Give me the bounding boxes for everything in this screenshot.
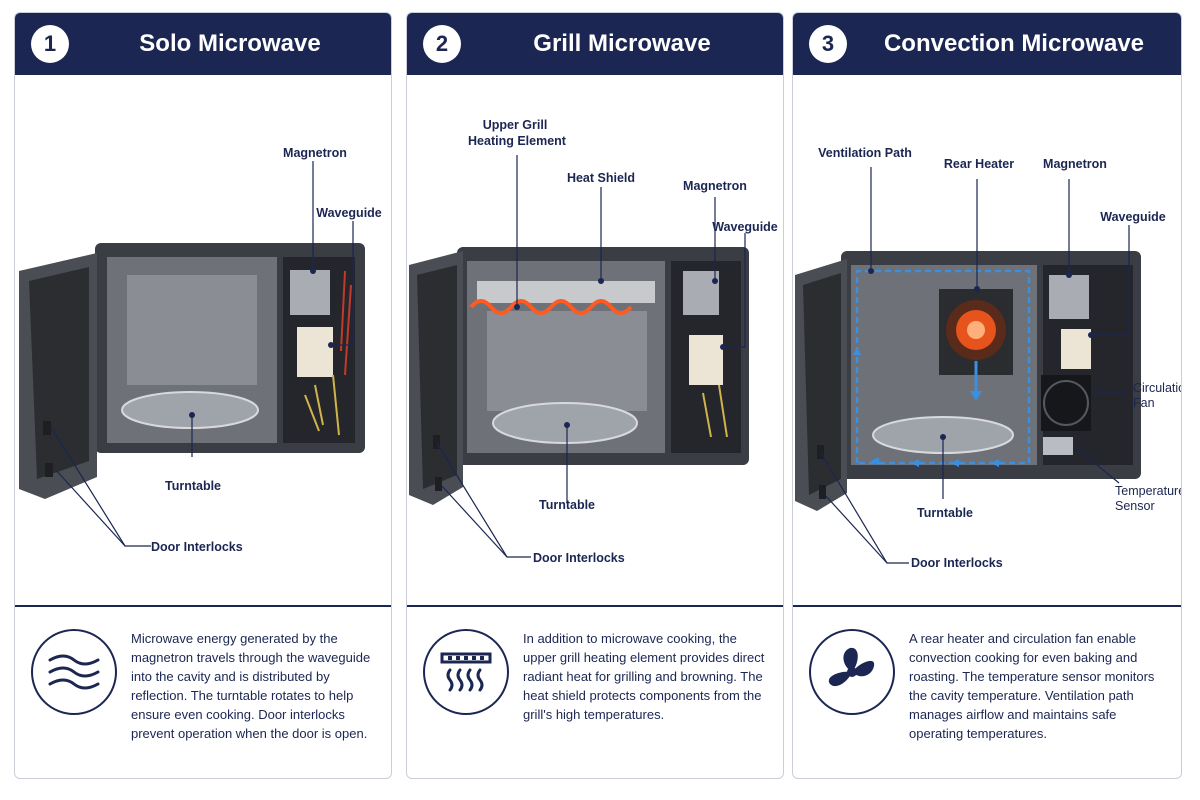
label-heat-shield: Heat Shield xyxy=(567,171,635,185)
panel-description: Microwave energy generated by the magnet… xyxy=(131,631,371,741)
convection-microwave-diagram: Ventilation Path Rear Heater Magnetron W… xyxy=(793,75,1181,605)
waveguide-part xyxy=(689,335,723,385)
waveguide-part xyxy=(297,327,333,377)
panel-solo-microwave: 1 Solo Microwave xyxy=(14,12,392,779)
label-circulation-fan-line2: Fan xyxy=(1133,396,1155,410)
label-magnetron: Magnetron xyxy=(283,146,347,160)
section-divider xyxy=(15,605,391,607)
section-divider xyxy=(407,605,783,607)
temperature-sensor-part xyxy=(1043,437,1073,455)
upper-grill-element xyxy=(469,299,633,315)
label-waveguide: Waveguide xyxy=(1100,210,1166,224)
panel-header: 2 Grill Microwave xyxy=(407,13,783,75)
fan-icon xyxy=(809,629,895,715)
panel-grill-microwave: 2 Grill Microwave xyxy=(406,12,784,779)
label-upper-grill-line2: Heating Element xyxy=(468,134,567,148)
panel-description: In addition to microwave cooking, the up… xyxy=(523,631,765,722)
turntable-part xyxy=(121,391,259,429)
waves-icon xyxy=(31,629,117,715)
step-number-badge: 3 xyxy=(809,25,847,63)
solo-microwave-diagram: Magnetron Waveguide Turntable Door Inter… xyxy=(15,75,391,605)
label-turntable: Turntable xyxy=(539,498,595,512)
label-magnetron: Magnetron xyxy=(683,179,747,193)
magnetron-part xyxy=(683,271,719,315)
panel-title: Solo Microwave xyxy=(139,30,321,57)
label-door-interlocks: Door Interlocks xyxy=(911,556,1003,570)
step-number-badge: 1 xyxy=(31,25,69,63)
label-rear-heater: Rear Heater xyxy=(944,157,1014,171)
label-circulation-fan-line1: Circulation xyxy=(1133,381,1182,395)
label-temperature-sensor-line1: Temperature xyxy=(1115,484,1182,498)
label-door-interlocks: Door Interlocks xyxy=(533,551,625,565)
panel-convection-microwave: 3 Convection Microwave xyxy=(792,12,1182,779)
label-upper-grill-line1: Upper Grill xyxy=(483,118,548,132)
magnetron-part xyxy=(290,270,330,315)
label-turntable: Turntable xyxy=(917,506,973,520)
step-number-badge: 2 xyxy=(423,25,461,63)
panel-header: 1 Solo Microwave xyxy=(15,13,391,75)
label-turntable: Turntable xyxy=(165,479,221,493)
label-magnetron: Magnetron xyxy=(1043,157,1107,171)
pilot-marker xyxy=(871,457,879,465)
label-waveguide: Waveguide xyxy=(316,206,382,220)
grill-microwave-diagram: Upper Grill Heating Element Heat Shield … xyxy=(407,75,783,605)
label-temperature-sensor-line2: Sensor xyxy=(1115,499,1155,513)
heat-shield-part xyxy=(477,281,655,303)
panel-title: Grill Microwave xyxy=(533,30,711,57)
ventilation-airflow xyxy=(855,269,1031,465)
label-ventilation-path: Ventilation Path xyxy=(818,146,912,160)
panel-description: A rear heater and circulation fan enable… xyxy=(909,631,1155,741)
magnetron-part xyxy=(1049,275,1089,319)
label-waveguide: Waveguide xyxy=(712,220,778,234)
panel-header: 3 Convection Microwave xyxy=(793,13,1181,75)
circulation-fan-part xyxy=(1041,375,1091,431)
panel-title: Convection Microwave xyxy=(883,30,1145,57)
label-door-interlocks: Door Interlocks xyxy=(151,540,243,554)
grill-heat-icon xyxy=(423,629,509,715)
waveguide-part xyxy=(1061,329,1091,369)
section-divider xyxy=(793,605,1181,607)
